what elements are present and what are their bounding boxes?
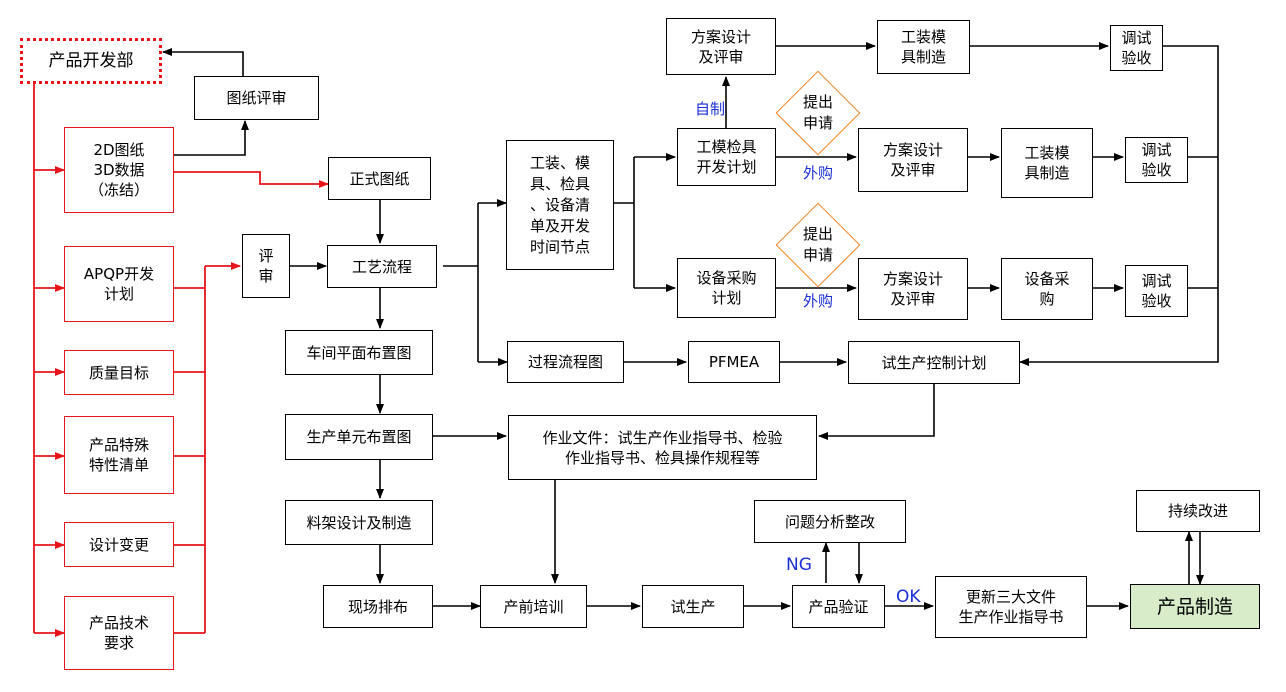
node-workshop-layout: 车间平面布置图: [285, 330, 433, 375]
node-scheme-design-top: 方案设计 及评审: [666, 18, 776, 75]
decision-label: 提出 申请: [802, 225, 833, 264]
node-equipment-purchase-plan: 设备采购 计划: [677, 258, 776, 318]
node-design-change: 设计变更: [64, 522, 174, 567]
node-process-flow: 工艺流程: [327, 245, 437, 288]
node-special-characteristics: 产品特殊 特性清单: [64, 416, 174, 494]
node-pfmea: PFMEA: [688, 341, 780, 383]
node-cell-layout: 生产单元布置图: [285, 414, 433, 460]
node-tooling-manufacture-mid: 工装模 具制造: [1001, 128, 1093, 198]
label-self-made: 自制: [695, 100, 726, 118]
node-equipment-purchase: 设备采 购: [1001, 258, 1093, 320]
node-continuous-improvement: 持续改进: [1136, 490, 1260, 532]
node-review: 评 审: [242, 234, 290, 298]
node-onsite-layout: 现场排布: [323, 585, 433, 628]
node-formal-drawing: 正式图纸: [328, 157, 431, 200]
node-2d-3d-data: 2D图纸 3D数据 （冻结）: [64, 127, 174, 213]
node-drawing-review: 图纸评审: [194, 76, 319, 120]
node-product-verification: 产品验证: [792, 585, 885, 628]
node-update-documents: 更新三大文件 生产作业指导书: [935, 576, 1087, 638]
node-scheme-design-bottom: 方案设计 及评审: [858, 258, 968, 320]
node-tooling-timeline: 工装、模 具、检具 、设备清 单及开发 时间节点: [506, 140, 614, 270]
node-tooling-manufacture-top: 工装模 具制造: [877, 20, 970, 74]
decision-apply-1: 提出 申请: [775, 70, 861, 156]
red-connectors: [33, 84, 329, 637]
node-trial-production: 试生产: [642, 585, 744, 628]
node-problem-analysis: 问题分析整改: [754, 500, 906, 543]
node-acceptance-mid: 调试 验收: [1125, 137, 1188, 183]
node-scheme-design-mid: 方案设计 及评审: [858, 128, 968, 192]
label-outsource-1: 外购: [803, 164, 834, 182]
node-trial-control-plan: 试生产控制计划: [848, 341, 1020, 384]
node-acceptance-bottom: 调试 验收: [1125, 265, 1188, 317]
label-ok: OK: [896, 587, 921, 607]
node-work-documents: 作业文件：试生产作业指导书、检验 作业指导书、检具操作规程等: [508, 415, 817, 480]
node-tech-requirements: 产品技术 要求: [64, 596, 174, 670]
node-pre-training: 产前培训: [480, 585, 587, 628]
node-process-flow-chart: 过程流程图: [507, 341, 624, 383]
node-quality-target: 质量目标: [64, 350, 174, 395]
node-apqp-plan: APQP开发 计划: [64, 246, 174, 322]
decision-label: 提出 申请: [802, 93, 833, 132]
label-ng: NG: [786, 555, 812, 575]
label-outsource-2: 外购: [803, 292, 834, 310]
node-product-dev-dept: 产品开发部: [20, 38, 162, 84]
decision-apply-2: 提出 申请: [775, 202, 861, 288]
node-gauge-dev-plan: 工模检具 开发计划: [677, 128, 776, 186]
node-acceptance-top: 调试 验收: [1110, 25, 1163, 71]
node-rack-design: 料架设计及制造: [285, 500, 433, 545]
black-connectors: [162, 42, 1219, 610]
node-product-manufacturing: 产品制造: [1130, 584, 1260, 629]
